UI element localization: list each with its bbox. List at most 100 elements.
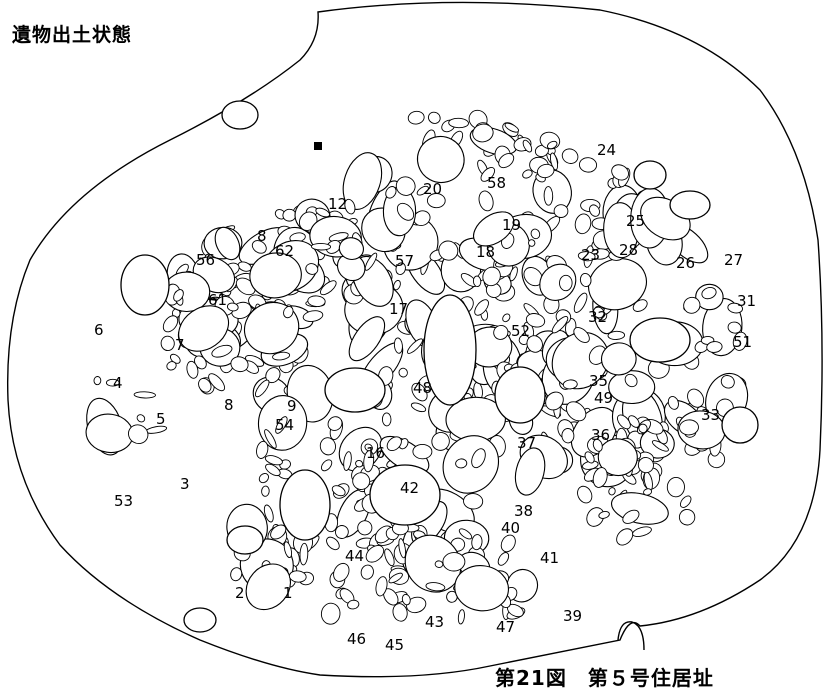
label-56: 56 xyxy=(196,251,215,269)
label-42: 42 xyxy=(400,479,419,497)
stone xyxy=(186,360,199,379)
stone xyxy=(455,458,468,469)
stone xyxy=(283,541,293,559)
large-stone xyxy=(669,190,711,220)
stone xyxy=(326,536,340,551)
stone xyxy=(666,476,685,498)
stone xyxy=(720,375,735,389)
stone xyxy=(305,263,319,275)
stone xyxy=(622,509,640,524)
large-stone xyxy=(221,100,259,130)
stone xyxy=(586,507,605,527)
pit-notch xyxy=(617,621,645,651)
stone xyxy=(344,198,356,215)
stone xyxy=(701,287,717,300)
stone xyxy=(498,153,515,169)
stone xyxy=(471,534,483,551)
large-stone xyxy=(183,607,217,633)
large-stone xyxy=(369,464,441,526)
figure-caption: 第21図 第５号住居址 xyxy=(495,666,714,690)
stone xyxy=(727,321,742,334)
stone xyxy=(553,204,569,218)
stone xyxy=(551,316,569,334)
stone xyxy=(263,504,274,523)
stone xyxy=(472,123,494,143)
large-stone xyxy=(120,254,170,316)
stone xyxy=(592,306,605,319)
stone xyxy=(434,560,444,568)
stone xyxy=(395,176,416,196)
stone xyxy=(173,289,184,302)
stone xyxy=(261,485,270,497)
stone xyxy=(335,525,349,539)
label-53: 53 xyxy=(114,492,133,510)
stone xyxy=(375,576,388,597)
stone xyxy=(333,562,350,582)
stone xyxy=(320,602,341,625)
label-8b: 8 xyxy=(224,396,234,414)
stone xyxy=(404,534,462,593)
stone xyxy=(597,438,638,477)
stone xyxy=(577,251,596,262)
stone xyxy=(509,266,518,282)
stone xyxy=(249,252,302,299)
label-24: 24 xyxy=(597,141,616,159)
stone xyxy=(559,274,573,292)
stone xyxy=(230,356,249,373)
label-40: 40 xyxy=(501,519,520,537)
stone xyxy=(264,429,277,449)
figure-title: 遺物出土状態 xyxy=(12,24,133,46)
stone xyxy=(178,305,230,352)
label-3: 3 xyxy=(180,475,190,493)
stone xyxy=(315,207,331,218)
stone xyxy=(480,167,496,182)
stone xyxy=(478,190,494,212)
stone xyxy=(632,526,652,537)
stone xyxy=(327,416,343,431)
stone xyxy=(526,335,543,353)
stone xyxy=(562,379,578,390)
stone xyxy=(525,313,546,328)
stone xyxy=(471,448,486,469)
stone xyxy=(679,495,692,508)
label-26: 26 xyxy=(676,254,695,272)
stone xyxy=(363,450,375,473)
stone xyxy=(497,552,510,566)
label-54: 54 xyxy=(275,416,294,434)
label-39: 39 xyxy=(563,607,582,625)
label-41: 41 xyxy=(540,549,559,567)
stone xyxy=(431,432,450,451)
stone xyxy=(355,459,364,468)
stone xyxy=(628,415,640,428)
stone xyxy=(528,239,536,247)
marker-square xyxy=(314,142,322,150)
stone xyxy=(522,169,533,179)
stone xyxy=(360,564,374,580)
stone xyxy=(166,361,177,371)
artifact-stones xyxy=(85,100,759,633)
stone xyxy=(504,122,520,133)
stone xyxy=(683,296,701,314)
stone xyxy=(331,485,346,497)
stone xyxy=(388,572,403,584)
stone xyxy=(401,593,411,606)
stone xyxy=(545,391,564,411)
stone xyxy=(93,376,102,386)
stone xyxy=(386,436,402,452)
large-stone xyxy=(324,367,386,413)
label-36: 36 xyxy=(591,426,610,444)
stone xyxy=(393,279,401,291)
stone xyxy=(136,414,146,423)
stone xyxy=(687,388,705,408)
stone xyxy=(264,455,283,466)
stone xyxy=(393,337,403,354)
stone xyxy=(482,266,501,287)
stone xyxy=(395,262,406,275)
large-stone xyxy=(721,406,759,444)
label-6: 6 xyxy=(94,321,104,339)
stone xyxy=(105,378,120,387)
label-43: 43 xyxy=(425,613,444,631)
stone xyxy=(198,377,212,393)
stone xyxy=(272,351,291,361)
stone xyxy=(643,488,653,496)
